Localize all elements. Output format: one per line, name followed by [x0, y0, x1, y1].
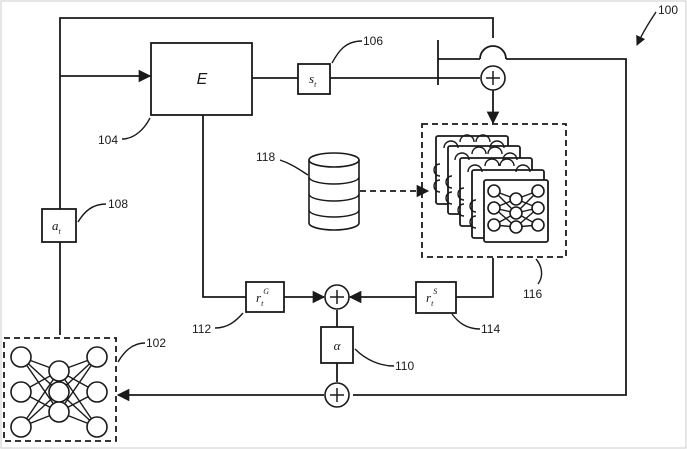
reward-g-block: rtG — [245, 281, 285, 313]
svg-text:at: at — [52, 218, 62, 236]
alpha-gain-block: α — [320, 326, 354, 364]
ref-agent-net: 102 — [146, 336, 166, 350]
state-block: st — [297, 63, 331, 95]
svg-text:rtS: rtS — [426, 287, 437, 308]
database-icon — [308, 152, 360, 231]
action-block: at — [41, 208, 77, 243]
svg-text:rtG: rtG — [256, 287, 269, 308]
ref-reward-s: 114 — [481, 322, 500, 336]
ref-action: 108 — [108, 197, 128, 211]
model-ensemble — [421, 123, 567, 258]
svg-text:st: st — [309, 71, 317, 89]
ref-storage: 118 — [256, 150, 275, 164]
ref-reward-g: 112 — [192, 322, 211, 336]
sum-junction-bottom — [324, 382, 350, 408]
ref-alpha: 110 — [395, 359, 414, 373]
svg-text:α: α — [334, 338, 342, 353]
sum-junction-middle — [324, 284, 350, 310]
connection-lines — [59, 17, 627, 402]
front-network-icon — [487, 184, 545, 234]
ref-state: 106 — [363, 34, 383, 48]
reward-s-block: rtS — [415, 281, 457, 314]
ref-encoder: 104 — [98, 133, 118, 147]
encoder-block: E — [150, 42, 253, 116]
ref-system: 100 — [658, 3, 678, 17]
agent-neural-network — [3, 337, 117, 442]
ref-ensemble: 116 — [523, 287, 542, 301]
sum-junction-top — [480, 65, 506, 91]
encoder-label: E — [197, 71, 208, 88]
